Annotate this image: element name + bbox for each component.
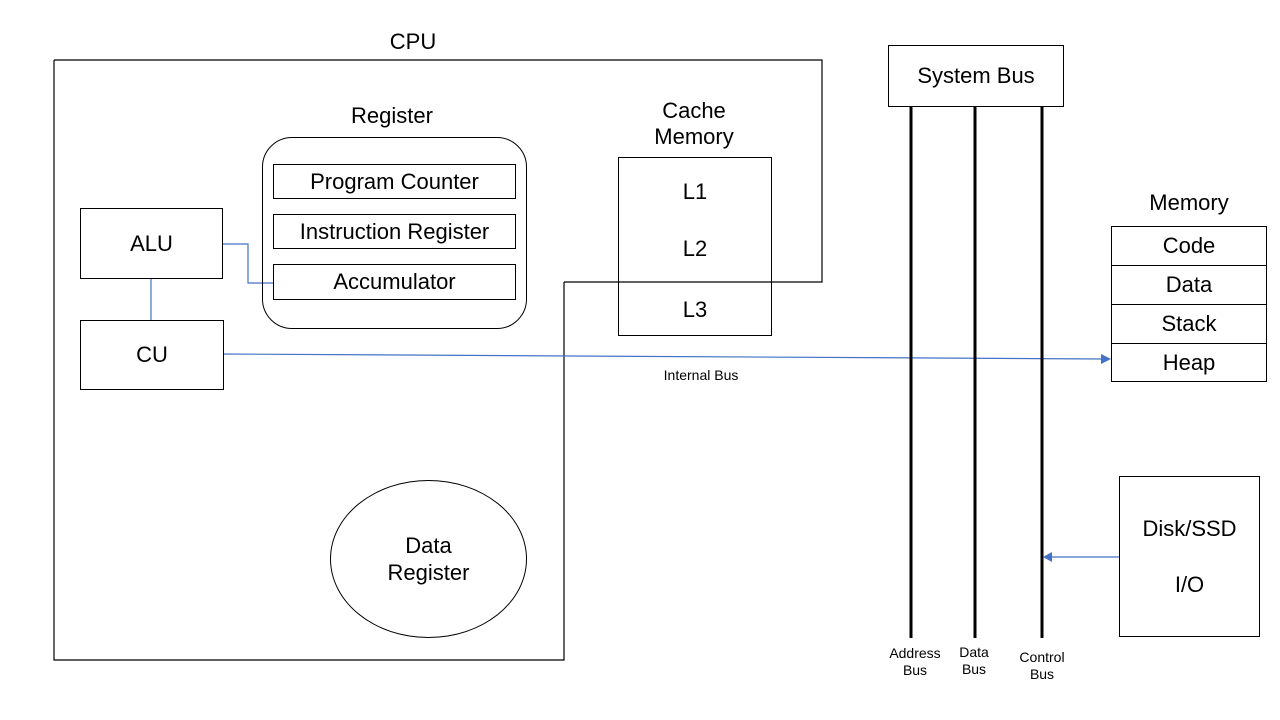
cu-box: CU [80, 320, 224, 390]
disk-io-line-1: Disk/SSD [1142, 515, 1237, 541]
cache-title-line-1: Cache [662, 98, 726, 123]
data-bus-label-line-1: Data [959, 644, 989, 660]
register-title: Register [351, 103, 433, 128]
internal-bus-label: Internal Bus [663, 367, 739, 383]
address-bus-label: Address Bus [875, 645, 955, 678]
data-bus-label-line-2: Bus [961, 660, 987, 677]
memory-segment-stack: Stack [1111, 304, 1267, 344]
control-bus-label-line-2: Bus [1029, 665, 1055, 682]
alu-accumulator-connector [223, 243, 274, 284]
io-arrowhead [1043, 552, 1052, 562]
memory-segment-data: Data [1111, 265, 1267, 305]
disk-io-box: Disk/SSD I/O [1119, 476, 1260, 637]
internal-bus-arrowhead [1101, 354, 1111, 364]
cpu-title: CPU [389, 29, 437, 54]
data-register-line-2: Register [387, 560, 470, 585]
control-bus-label: Control Bus [1002, 649, 1082, 682]
internal-bus-arrow [222, 353, 1105, 360]
cache-level-l3: L3 [682, 297, 708, 322]
address-bus-label-line-2: Bus [902, 661, 928, 678]
accumulator-register: Accumulator [273, 264, 516, 300]
cache-title: Cache Memory [624, 98, 764, 150]
cache-level-l1: L1 [682, 179, 708, 204]
address-bus-label-line-1: Address [889, 645, 941, 661]
register-group [262, 137, 527, 329]
program-counter-register: Program Counter [273, 164, 516, 199]
cache-memory-box [618, 157, 772, 336]
memory-title: Memory [1149, 190, 1229, 215]
data-bus-label: Data Bus [944, 644, 1004, 677]
control-bus-label-line-1: Control [1019, 649, 1065, 665]
data-register-line-1: Data [405, 532, 452, 558]
cache-title-line-2: Memory [654, 123, 734, 149]
cache-level-l2: L2 [682, 236, 708, 261]
cpu-boundary-bottom [53, 60, 565, 661]
system-bus-box: System Bus [888, 45, 1064, 107]
memory-segment-code: Code [1111, 226, 1267, 266]
memory-segment-heap: Heap [1111, 343, 1267, 382]
disk-io-line-2: I/O [1174, 571, 1205, 597]
data-register: Data Register [330, 480, 527, 638]
alu-box: ALU [80, 208, 223, 279]
instruction-register: Instruction Register [273, 214, 516, 249]
cpu-boundary-top [54, 59, 823, 283]
